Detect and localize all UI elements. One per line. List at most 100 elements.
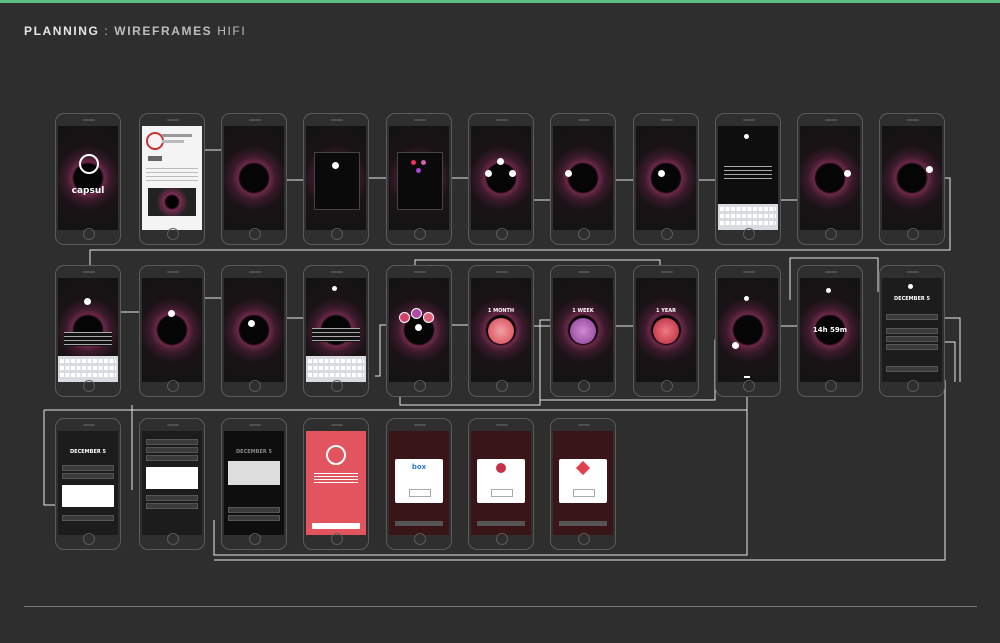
message-popup[interactable] bbox=[146, 467, 198, 489]
calendar-dim-screen: DECEMBER 5 bbox=[224, 431, 284, 535]
keyboard-reply-screen bbox=[306, 278, 366, 382]
phone-void bbox=[221, 113, 287, 245]
capsul-logo-icon bbox=[326, 445, 346, 465]
dot bbox=[744, 134, 749, 139]
phone-heart-share bbox=[550, 418, 616, 550]
countdown-value: 14h 59m bbox=[812, 326, 848, 334]
splash-screen: capsul bbox=[58, 126, 118, 230]
box-share-screen: box bbox=[389, 431, 449, 535]
dot[interactable] bbox=[565, 170, 572, 177]
modal-button[interactable] bbox=[491, 489, 513, 497]
duration-label: 1 MONTH bbox=[487, 308, 515, 314]
year-screen: 1 YEAR bbox=[636, 278, 696, 382]
duration-picker-screen bbox=[389, 278, 449, 382]
top-dot[interactable] bbox=[497, 158, 504, 165]
phone-calendar-popup-b bbox=[139, 418, 205, 550]
phone-drive-share bbox=[468, 418, 534, 550]
single-dot-screen bbox=[553, 126, 613, 230]
dot bbox=[332, 286, 337, 291]
month-orb[interactable] bbox=[488, 318, 514, 344]
dot[interactable] bbox=[248, 320, 255, 327]
phone-dot-orbit bbox=[221, 265, 287, 397]
share-modal bbox=[559, 459, 607, 503]
void-screen bbox=[224, 126, 284, 230]
modal-button[interactable] bbox=[409, 489, 431, 497]
left-dot[interactable] bbox=[485, 170, 492, 177]
right-dot[interactable] bbox=[509, 170, 516, 177]
intro-screen bbox=[306, 126, 366, 230]
list-item[interactable] bbox=[886, 328, 938, 334]
phone-keyboard-message bbox=[55, 265, 121, 397]
dot-center-screen bbox=[800, 126, 860, 230]
dot[interactable] bbox=[926, 166, 933, 173]
date-heading: DECEMBER 5 bbox=[894, 296, 930, 302]
dot bbox=[908, 284, 913, 289]
heart-icon bbox=[575, 460, 591, 476]
week-orb[interactable] bbox=[570, 318, 596, 344]
date-heading: DECEMBER 5 bbox=[236, 449, 272, 455]
dot-rotate-screen bbox=[882, 126, 942, 230]
phone-month: 1 MONTH bbox=[468, 265, 534, 397]
dot[interactable] bbox=[84, 298, 91, 305]
message-popup[interactable] bbox=[228, 461, 280, 485]
capsul-logo-icon bbox=[79, 154, 99, 174]
notice-button[interactable] bbox=[312, 523, 360, 529]
phone-dot-rotate bbox=[879, 113, 945, 245]
keyboard-entry-screen bbox=[718, 126, 778, 230]
phone-keyboard-reply bbox=[303, 265, 369, 397]
duration-label: 1 YEAR bbox=[656, 308, 676, 314]
footer-button[interactable] bbox=[395, 521, 443, 526]
dot[interactable] bbox=[844, 170, 851, 177]
calendar-popup-a-screen: DECEMBER 5 bbox=[58, 431, 118, 535]
phone-week: 1 WEEK bbox=[550, 265, 616, 397]
footer-divider bbox=[24, 606, 977, 607]
get-button[interactable] bbox=[148, 156, 162, 161]
dot-left-screen bbox=[142, 278, 202, 382]
phone-dot-center bbox=[797, 113, 863, 245]
footer-button[interactable] bbox=[559, 521, 607, 526]
options-screen bbox=[389, 126, 449, 230]
red-notice-screen bbox=[306, 431, 366, 535]
dot[interactable] bbox=[168, 310, 175, 317]
phone-splash: capsul bbox=[55, 113, 121, 245]
phone-year: 1 YEAR bbox=[633, 265, 699, 397]
list-item[interactable] bbox=[886, 336, 938, 342]
year-orb[interactable] bbox=[653, 318, 679, 344]
center-dot[interactable] bbox=[332, 162, 339, 169]
phone-red-notice bbox=[303, 418, 369, 550]
dot[interactable] bbox=[658, 170, 665, 177]
modal-button[interactable] bbox=[573, 489, 595, 497]
month-option[interactable] bbox=[423, 312, 434, 323]
list-item[interactable] bbox=[886, 344, 938, 350]
footer-button[interactable] bbox=[477, 521, 525, 526]
duration-label: 1 WEEK bbox=[572, 308, 594, 314]
phone-countdown: 14h 59m bbox=[797, 265, 863, 397]
dot-orbit-screen bbox=[224, 278, 284, 382]
keyboard[interactable] bbox=[718, 204, 778, 230]
phone-intro-modal bbox=[303, 113, 369, 245]
phone-three-dots bbox=[468, 113, 534, 245]
share-modal bbox=[477, 459, 525, 503]
phone-confirm bbox=[715, 265, 781, 397]
top-accent-bar bbox=[0, 0, 1000, 3]
list-item[interactable] bbox=[886, 366, 938, 372]
month-screen: 1 MONTH bbox=[471, 278, 531, 382]
dot[interactable] bbox=[415, 324, 422, 331]
year-option[interactable] bbox=[399, 312, 410, 323]
list-item[interactable] bbox=[886, 314, 938, 320]
week-option[interactable] bbox=[411, 308, 422, 319]
keyboard[interactable] bbox=[306, 356, 366, 382]
brand-label: capsul bbox=[71, 186, 105, 196]
week-screen: 1 WEEK bbox=[553, 278, 613, 382]
dot-left[interactable] bbox=[732, 342, 739, 349]
calendar-popup-b-screen bbox=[142, 431, 202, 535]
dot-right-screen bbox=[636, 126, 696, 230]
box-logo: box bbox=[411, 463, 427, 471]
message-popup[interactable] bbox=[62, 485, 114, 507]
app-store-screen bbox=[142, 126, 202, 230]
keyboard[interactable] bbox=[58, 356, 118, 382]
service-icon bbox=[496, 463, 506, 473]
phone-app-store bbox=[139, 113, 205, 245]
calendar-screen: DECEMBER 5 bbox=[882, 278, 942, 382]
countdown-screen: 14h 59m bbox=[800, 278, 860, 382]
